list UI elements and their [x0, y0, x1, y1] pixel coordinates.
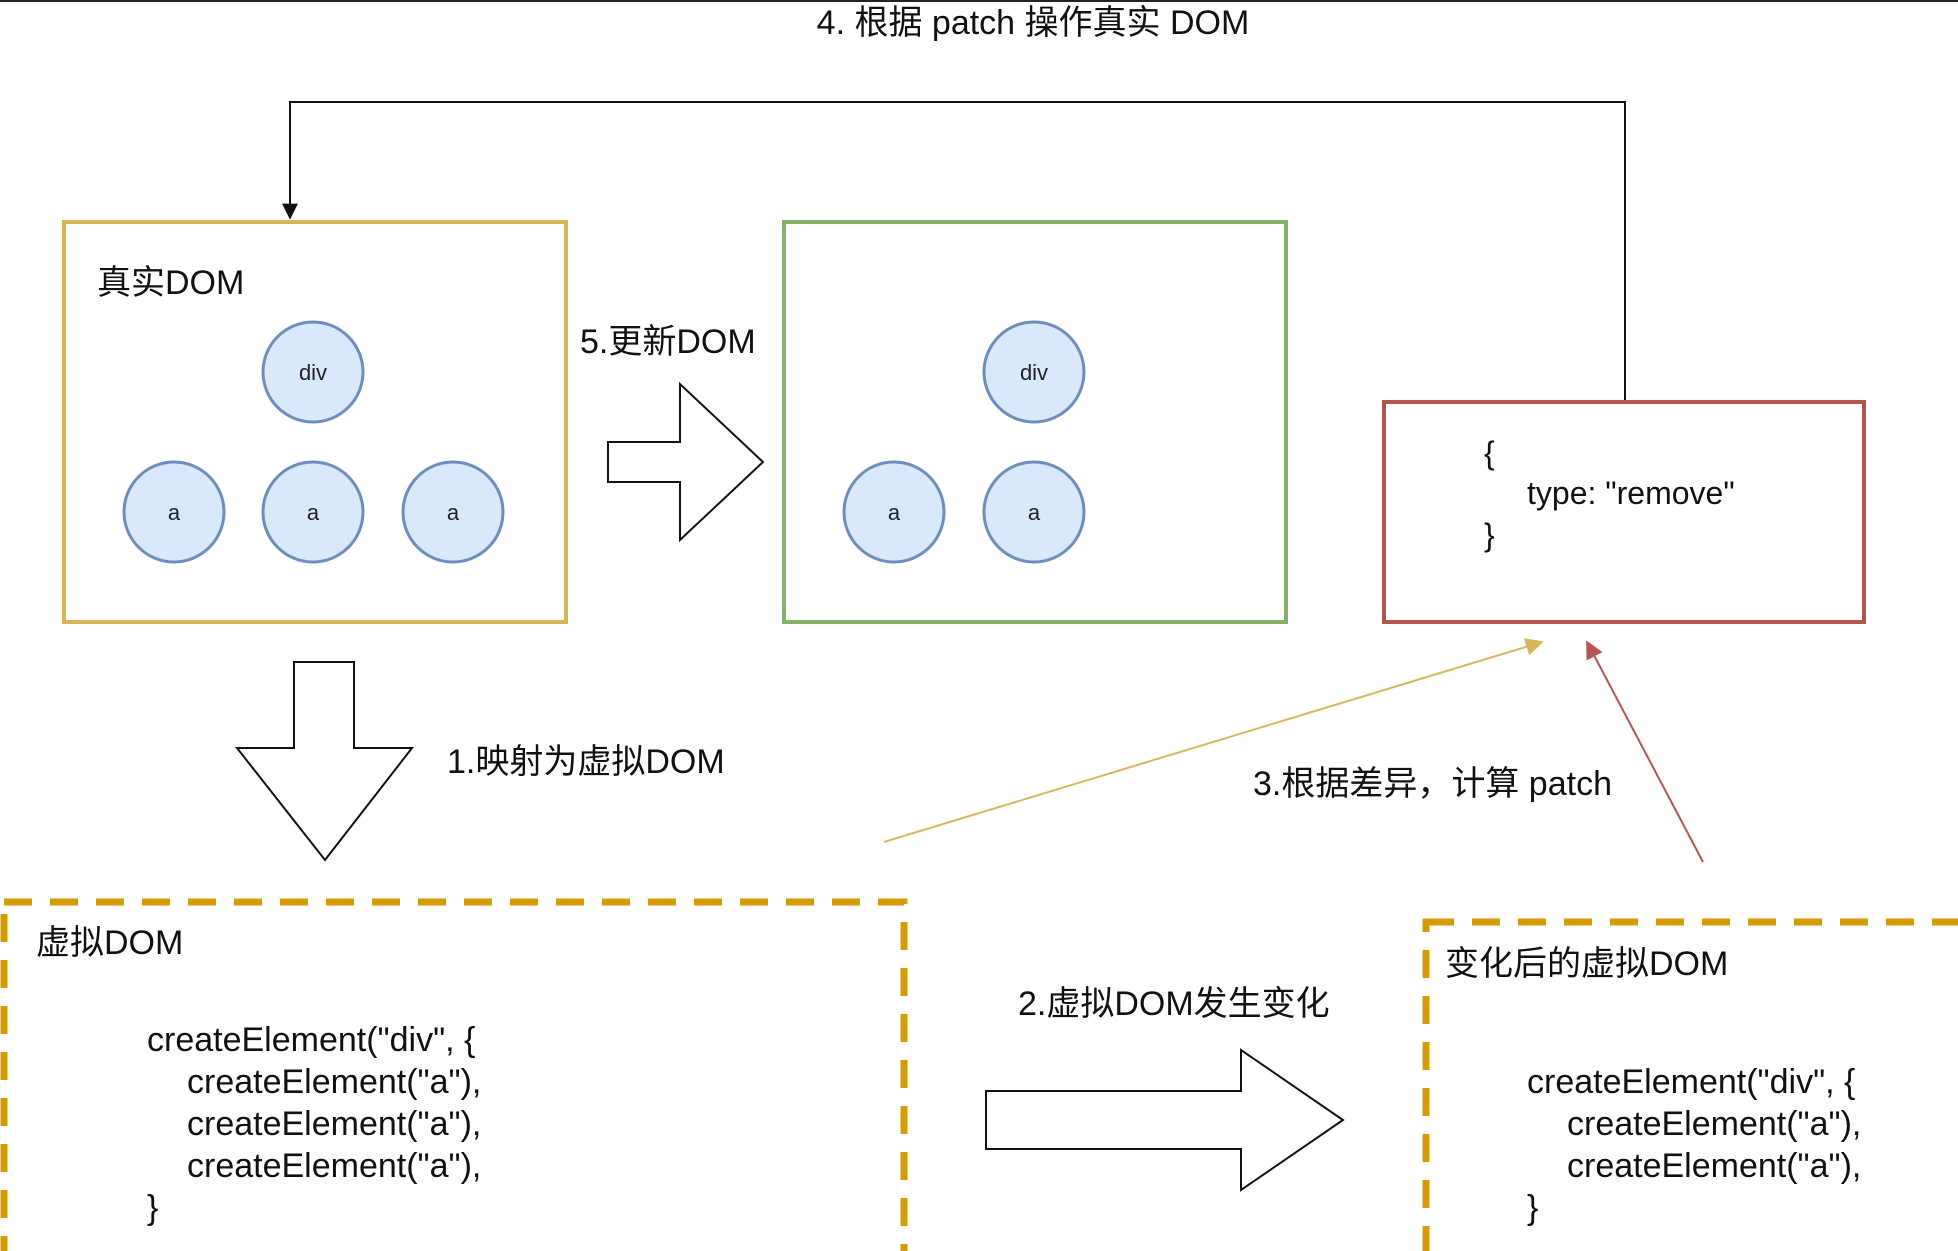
code-line: }	[147, 1189, 158, 1227]
step4-connector	[282, 101, 1626, 400]
step3-arrow-from-changed-virtual-dom	[1586, 640, 1704, 863]
code-line: createElement("a"),	[187, 1063, 481, 1101]
tree-node-a: a	[261, 460, 365, 564]
tree-node-a: a	[122, 460, 226, 564]
code-line: createElement("a"),	[187, 1147, 481, 1185]
virtual-dom-title: 虚拟DOM	[36, 924, 183, 962]
changed-virtual-dom-box: 变化后的虚拟DOM createElement("div", { createE…	[1422, 918, 1958, 1251]
step4-label: 4. 根据 patch 操作真实 DOM	[817, 4, 1250, 42]
updated-dom-box: div a a	[782, 220, 1288, 624]
code-line: }	[1527, 1189, 1538, 1227]
changed-virtual-dom-title: 变化后的虚拟DOM	[1445, 945, 1728, 983]
tree-node-label: a	[307, 500, 320, 525]
tree-node-a: a	[401, 460, 505, 564]
step1-label: 1.映射为虚拟DOM	[447, 743, 725, 781]
code-line: createElement("a"),	[1567, 1105, 1861, 1143]
real-dom-title: 真实DOM	[97, 264, 244, 302]
tree-node-a: a	[842, 460, 946, 564]
step5-label: 5.更新DOM	[580, 323, 756, 361]
code-line: createElement("a"),	[187, 1105, 481, 1143]
real-dom-box: 真实DOM div a a a	[62, 220, 568, 624]
tree-node-label: a	[168, 500, 181, 525]
tree-node-label: div	[299, 360, 327, 385]
step2-label: 2.虚拟DOM发生变化	[1018, 985, 1330, 1023]
tree-node-label: a	[888, 500, 901, 525]
step1-block-arrow	[234, 661, 415, 862]
code-line: createElement("div", {	[147, 1021, 475, 1059]
tree-node-a: a	[982, 460, 1086, 564]
tree-node-label: div	[1020, 360, 1048, 385]
code-line: createElement("div", {	[1527, 1063, 1855, 1101]
step2-block-arrow	[985, 1048, 1345, 1192]
patch-box: { type: "remove" }	[1382, 400, 1866, 624]
tree-node-div: div	[982, 320, 1086, 424]
code-line: createElement("a"),	[1567, 1147, 1861, 1185]
step5-block-arrow	[607, 381, 765, 543]
virtual-dom-box: 虚拟DOM createElement("div", { createEleme…	[0, 898, 908, 1251]
tree-node-label: a	[1028, 500, 1041, 525]
step3-label: 3.根据差异，计算 patch	[1253, 765, 1612, 803]
tree-node-label: a	[447, 500, 460, 525]
patch-close-brace: }	[1484, 517, 1495, 553]
step3-arrow-from-virtual-dom	[883, 638, 1544, 843]
patch-open-brace: {	[1484, 435, 1495, 471]
patch-type-line: type: "remove"	[1527, 475, 1735, 511]
tree-node-div: div	[261, 320, 365, 424]
